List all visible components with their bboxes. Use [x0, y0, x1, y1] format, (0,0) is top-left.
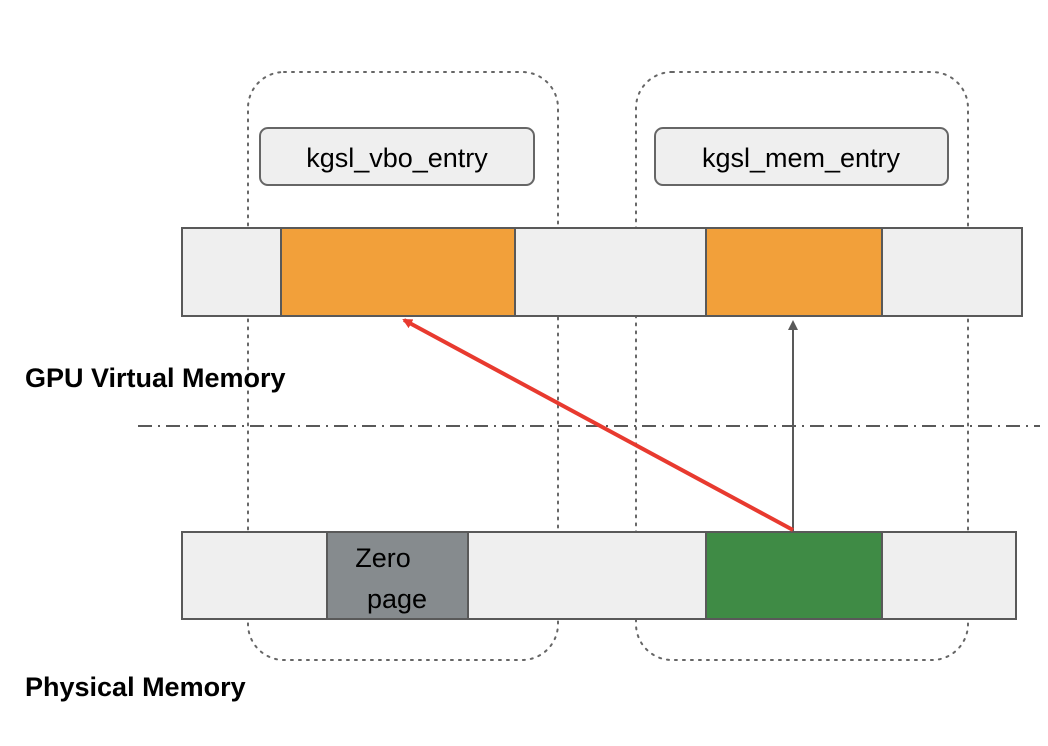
zero-page-label-line2: page: [367, 584, 427, 614]
mem-virtual-region: [705, 227, 883, 317]
physical-memory-bar: Zero page: [181, 531, 1017, 620]
vbo-group-outline: [247, 71, 559, 661]
red-mapping-arrow: [402, 318, 794, 532]
physical-memory-label: Physical Memory: [25, 672, 246, 702]
vbo-entry-label-box: kgsl_vbo_entry: [259, 127, 535, 186]
mem-entry-label-box: kgsl_mem_entry: [654, 127, 949, 186]
vbo-entry-label: kgsl_vbo_entry: [306, 143, 488, 173]
physical-page-block: [705, 531, 883, 620]
vbo-virtual-region: [280, 227, 516, 317]
mem-group-outline: [635, 71, 969, 661]
zero-page-block: [326, 531, 469, 620]
virtual-memory-label: GPU Virtual Memory: [25, 363, 286, 393]
mem-entry-label: kgsl_mem_entry: [702, 143, 901, 173]
zero-page-label-line1: Zero: [355, 543, 411, 573]
virtual-memory-bar: [181, 227, 1023, 317]
